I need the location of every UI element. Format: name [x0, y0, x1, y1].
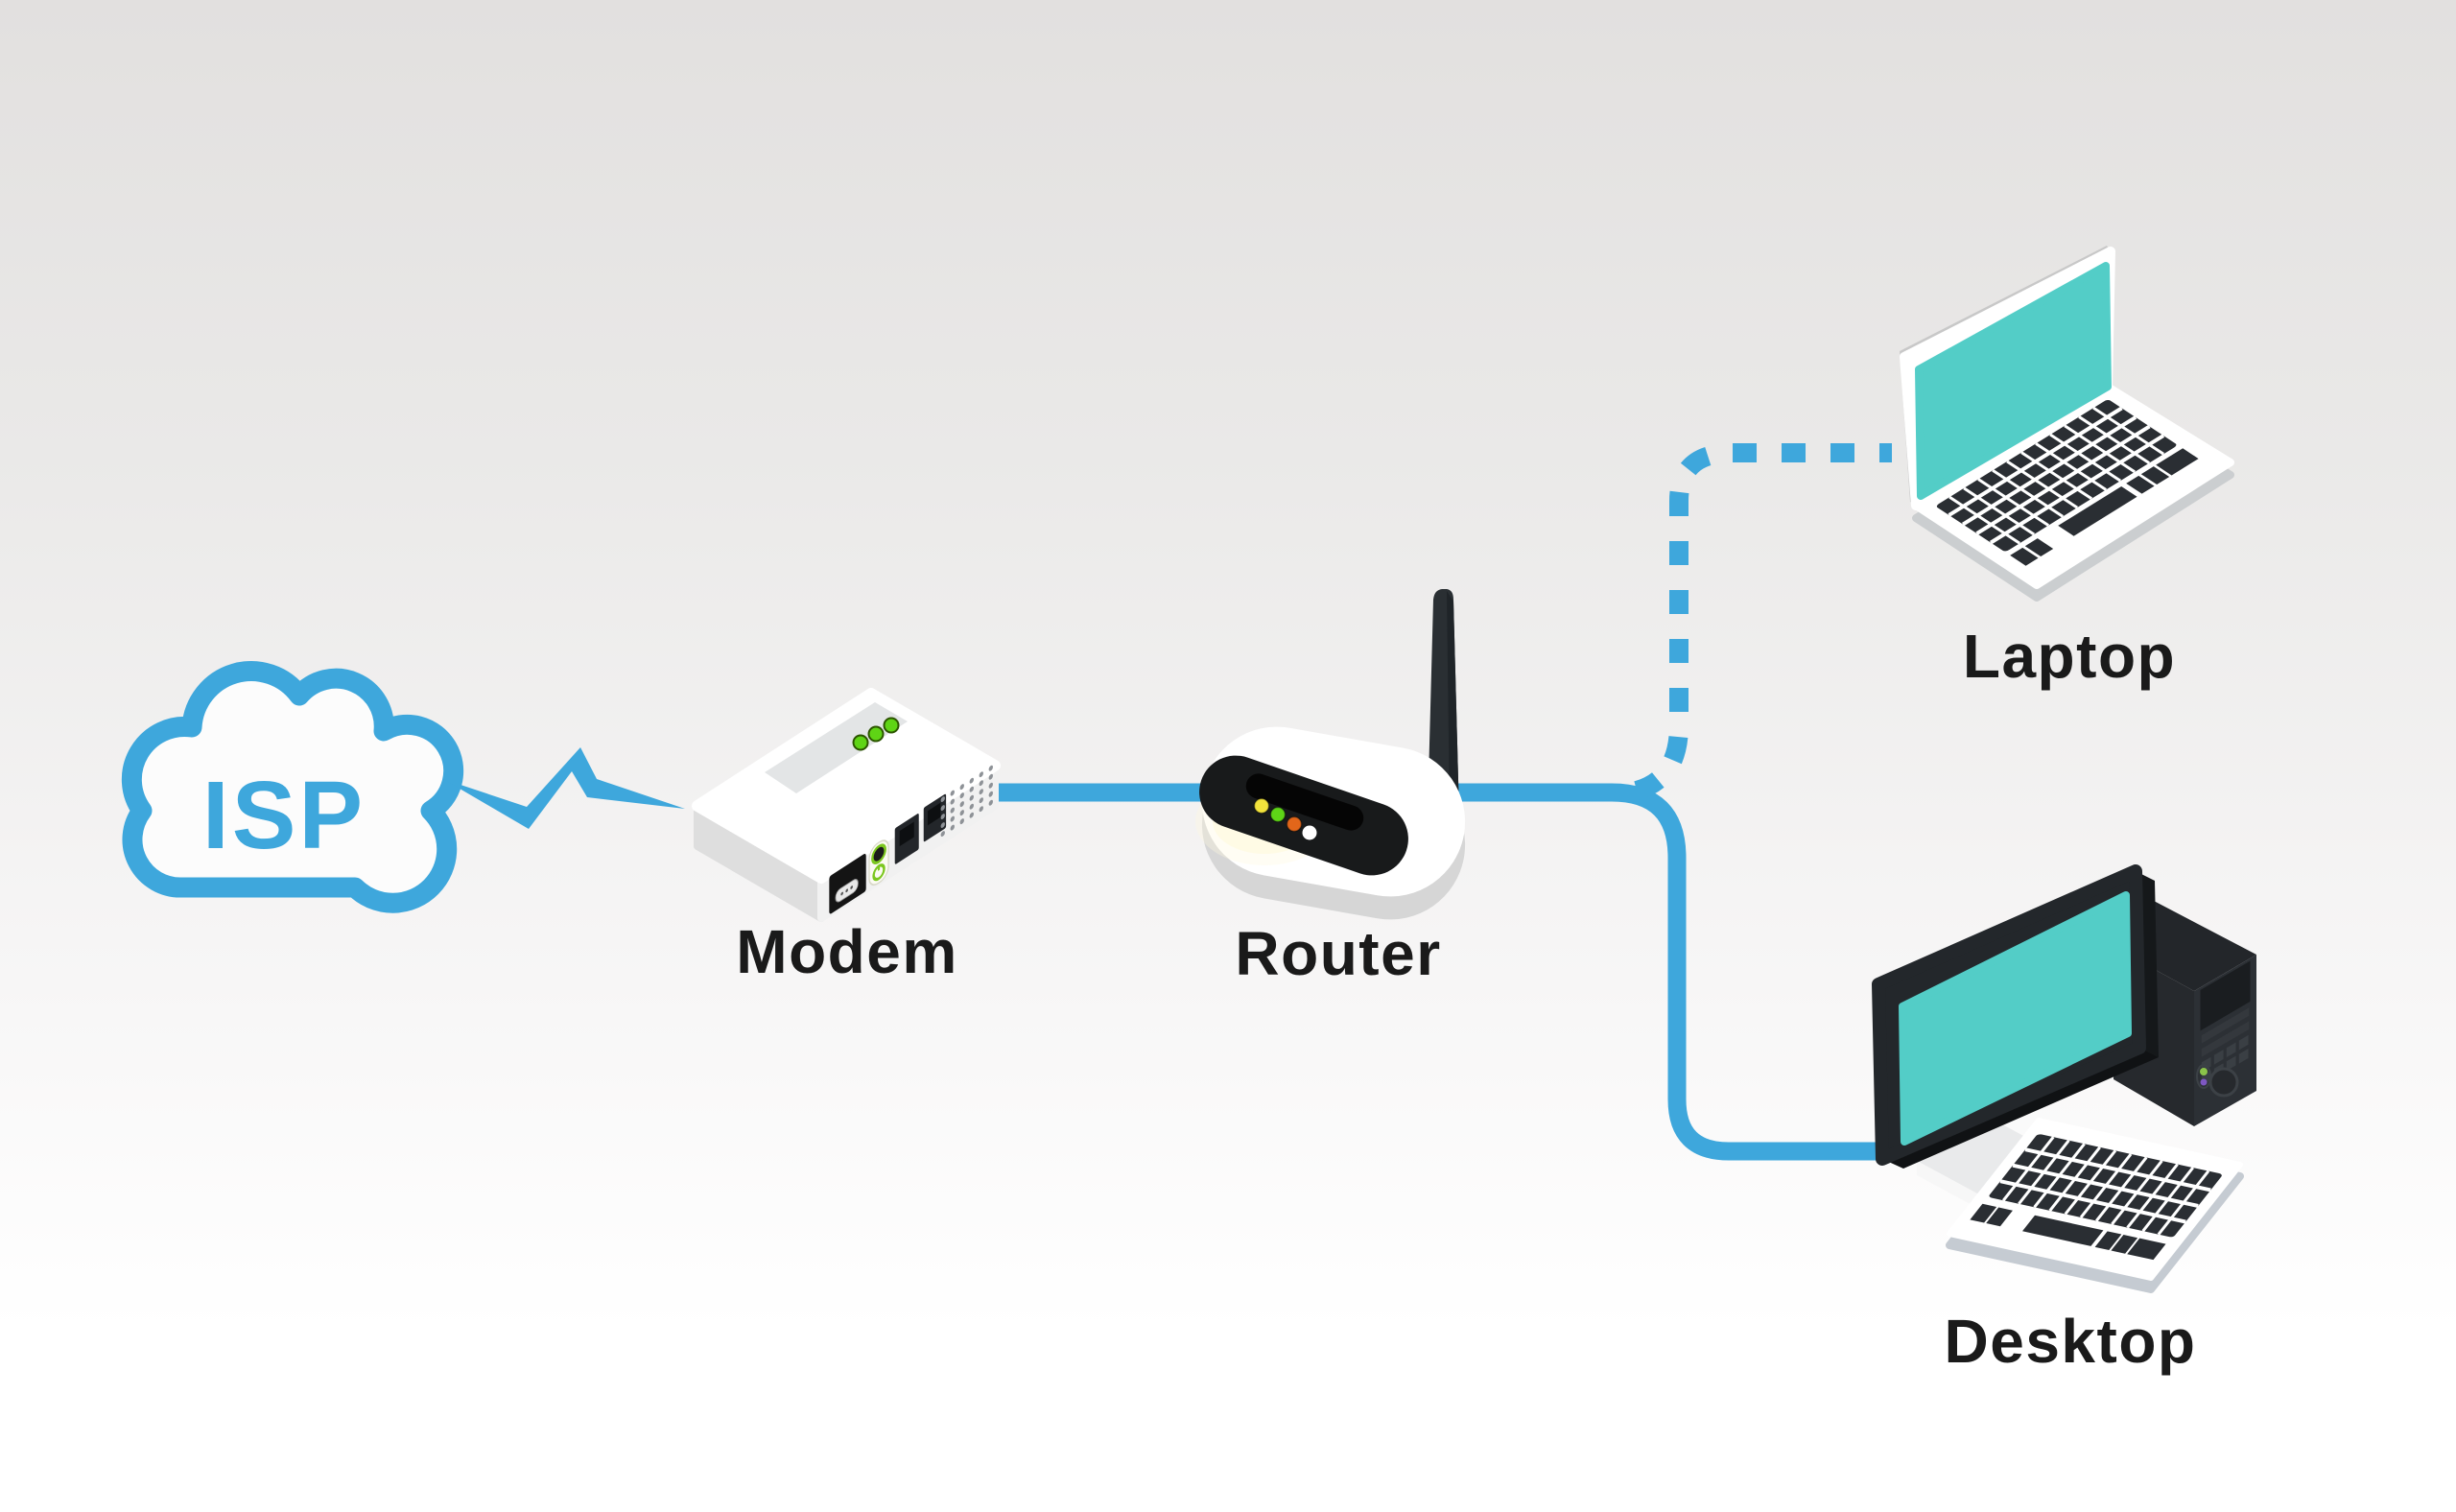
desktop-computer-icon	[1878, 864, 2256, 1289]
router-status-leds	[1253, 797, 1317, 840]
laptop-keyboard	[1935, 399, 2199, 566]
modem-icon	[692, 688, 1001, 922]
wifi-router-icon	[1195, 589, 1466, 920]
modem-status-leds	[852, 717, 900, 751]
isp-node: ISP	[121, 661, 685, 913]
cloud-icon	[121, 661, 464, 913]
laptop-label: Laptop	[1963, 622, 2176, 691]
modem-ports	[829, 765, 993, 914]
laptop-screen	[1915, 262, 2112, 500]
desktop-label: Desktop	[1945, 1307, 2197, 1376]
router-label: Router	[1235, 919, 1441, 988]
desktop-keyboard	[1949, 1121, 2240, 1289]
isp-label: ISP	[202, 762, 366, 869]
tower-power-button	[2208, 1067, 2239, 1098]
connection-lines	[955, 443, 1907, 1161]
wireless-connection-line-dashed	[1633, 443, 1892, 800]
modem-label: Modem	[736, 917, 958, 986]
laptop-icon	[1900, 246, 2231, 598]
lightning-bolt-icon	[443, 747, 685, 829]
modem-vent-holes	[940, 765, 993, 838]
desktop-screen	[1899, 891, 2132, 1146]
